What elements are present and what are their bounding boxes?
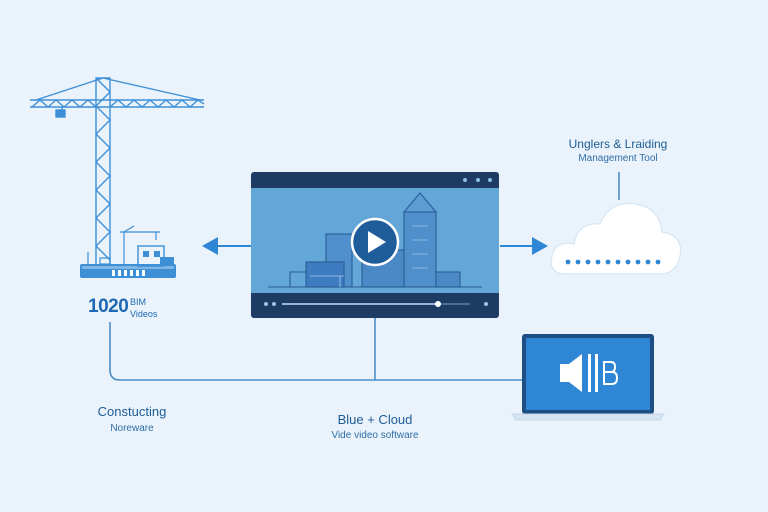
cloud-subtitle: Management Tool [578, 153, 658, 164]
cloud-dots [565, 259, 661, 265]
video-count-caption: Videos [130, 309, 158, 319]
video-count-number: 1020 [88, 296, 129, 317]
video-count-unit: BIM [130, 297, 147, 307]
progress-handle[interactable] [435, 301, 441, 307]
control-dot[interactable] [272, 302, 276, 306]
play-icon [368, 231, 386, 253]
city-illustration [268, 192, 482, 288]
bottom-connector [109, 322, 522, 381]
laptop-icon [511, 334, 665, 421]
ship-icon [80, 225, 176, 278]
window-dot [488, 178, 492, 182]
cloud-title: Unglers & Lraiding [568, 137, 668, 151]
window-dot [476, 178, 480, 182]
crane-icon [30, 77, 205, 269]
center-title: Blue + Cloud [337, 412, 413, 427]
crane-subtitle: Noreware [110, 423, 154, 434]
left-arrow-icon [202, 237, 252, 255]
crane-title: Constucting [97, 404, 167, 419]
window-dot [463, 178, 467, 182]
connector-lines [109, 172, 620, 381]
center-subtitle: Vide video software [331, 430, 419, 441]
fullscreen-icon[interactable] [484, 302, 488, 306]
right-arrow-icon [500, 237, 548, 255]
speaker-icon [560, 354, 619, 392]
cloud-icon [550, 202, 682, 275]
control-dot[interactable] [264, 302, 268, 306]
video-player[interactable] [251, 172, 499, 318]
